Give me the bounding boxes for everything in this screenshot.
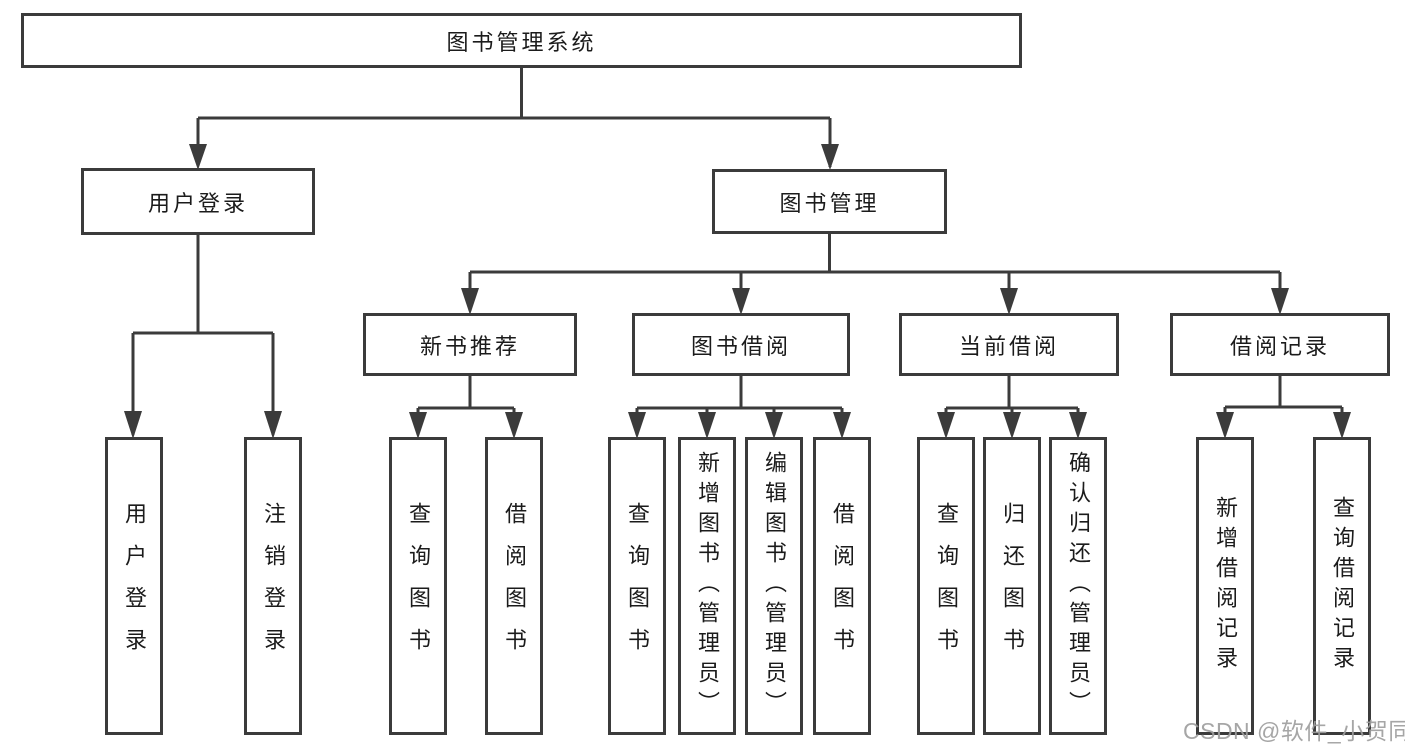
leaf-edit-book-admin: 编辑图书（管理员）: [745, 437, 803, 735]
node-borrowing-records-label: 借阅记录: [1229, 333, 1330, 359]
leaf-query-books-recommend: 查询图书: [389, 437, 447, 735]
node-current-borrowing-label: 当前借阅: [958, 333, 1059, 359]
leaf-query-books-borrowing: 查询图书: [608, 437, 666, 735]
node-current-borrowing: 当前借阅: [899, 313, 1119, 376]
leaf-borrow-books-borrowing-label: 借阅图书: [830, 502, 855, 670]
node-new-book-recommend: 新书推荐: [363, 313, 577, 376]
node-borrowing-records: 借阅记录: [1170, 313, 1390, 376]
leaf-logout-label: 注销登录: [261, 502, 286, 670]
leaf-logout: 注销登录: [244, 437, 302, 735]
leaf-edit-book-admin-label: 编辑图书（管理员）: [762, 451, 787, 721]
leaf-return-book: 归还图书: [983, 437, 1041, 735]
node-book-management: 图书管理: [712, 169, 947, 234]
node-root-label: 图书管理系统: [446, 29, 597, 55]
leaf-add-borrow-record: 新增借阅记录: [1196, 437, 1254, 735]
leaf-query-borrow-record: 查询借阅记录: [1313, 437, 1371, 735]
leaf-confirm-return-admin: 确认归还（管理员）: [1049, 437, 1107, 735]
leaf-query-books-current-label: 查询图书: [934, 502, 959, 670]
leaf-borrow-books-recommend: 借阅图书: [485, 437, 543, 735]
node-book-borrowing: 图书借阅: [632, 313, 850, 376]
leaf-borrow-books-borrowing: 借阅图书: [813, 437, 871, 735]
leaf-query-borrow-record-label: 查询借阅记录: [1330, 496, 1355, 676]
node-user-login: 用户登录: [81, 168, 315, 235]
leaf-return-book-label: 归还图书: [1000, 502, 1025, 670]
watermark: CSDN @软件_小贺同学: [1183, 718, 1405, 744]
leaf-add-borrow-record-label: 新增借阅记录: [1213, 496, 1238, 676]
leaf-query-books-current: 查询图书: [917, 437, 975, 735]
arrowheads: [124, 144, 1351, 439]
node-user-login-label: 用户登录: [147, 190, 248, 216]
leaf-borrow-books-recommend-label: 借阅图书: [502, 502, 527, 670]
leaf-add-book-admin: 新增图书（管理员）: [678, 437, 736, 735]
leaf-confirm-return-admin-label: 确认归还（管理员）: [1066, 451, 1091, 721]
node-book-borrowing-label: 图书借阅: [690, 333, 791, 359]
node-new-book-recommend-label: 新书推荐: [419, 333, 520, 359]
leaf-query-books-recommend-label: 查询图书: [406, 502, 431, 670]
node-book-management-label: 图书管理: [779, 190, 880, 216]
node-root: 图书管理系统: [21, 13, 1022, 68]
leaf-query-books-borrowing-label: 查询图书: [625, 502, 650, 670]
leaf-add-book-admin-label: 新增图书（管理员）: [695, 451, 720, 721]
leaf-user-login: 用户登录: [105, 437, 163, 735]
leaf-user-login-label: 用户登录: [122, 502, 147, 670]
